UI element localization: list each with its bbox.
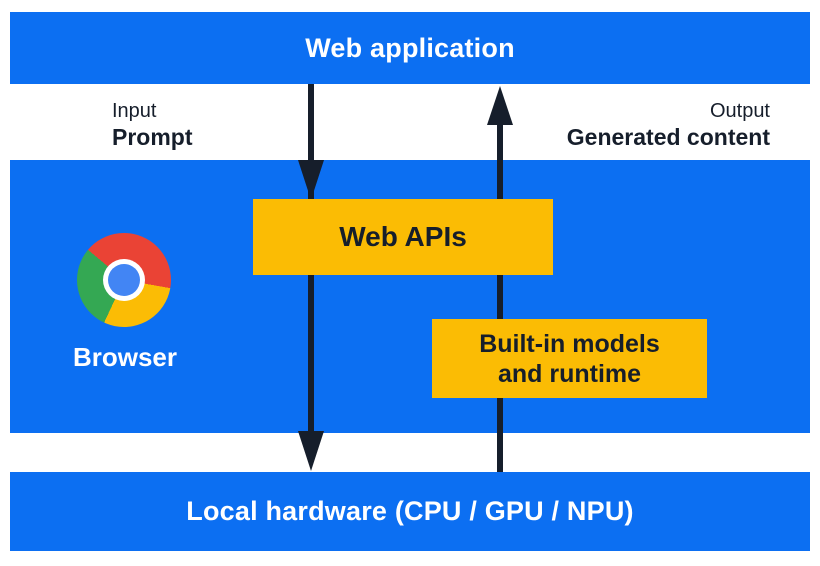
generated-content-up-arrow-head	[487, 86, 513, 125]
output-kind-label: Output	[709, 100, 770, 122]
local-hardware-bar: Local hardware (CPU / GPU / NPU)	[10, 472, 810, 551]
web-apis-box: Web APIs	[253, 199, 553, 275]
input-kind-label: Input	[112, 100, 157, 122]
input-value-label: Prompt	[112, 124, 193, 150]
web-application-bar: Web application	[10, 12, 810, 84]
builtin-models-label-line1: Built-in models	[479, 329, 660, 358]
local-hardware-label: Local hardware (CPU / GPU / NPU)	[186, 496, 634, 526]
web-apis-label: Web APIs	[339, 221, 467, 252]
web-application-label: Web application	[305, 32, 515, 63]
prompt-down-arrow-head-upper	[298, 160, 324, 200]
chrome-logo-core	[108, 264, 140, 296]
builtin-models-box: Built-in models and runtime	[432, 319, 707, 398]
input-label-group: Input Prompt	[112, 99, 193, 151]
output-value-label: Generated content	[566, 124, 770, 150]
builtin-models-label-line2: and runtime	[497, 359, 642, 388]
chrome-logo-icon	[77, 233, 171, 327]
generated-content-up-arrow-line	[497, 118, 503, 472]
prompt-down-arrow-head-lower	[298, 431, 324, 471]
output-label-group: Output Generated content	[567, 99, 770, 151]
browser-label: Browser	[72, 342, 178, 372]
